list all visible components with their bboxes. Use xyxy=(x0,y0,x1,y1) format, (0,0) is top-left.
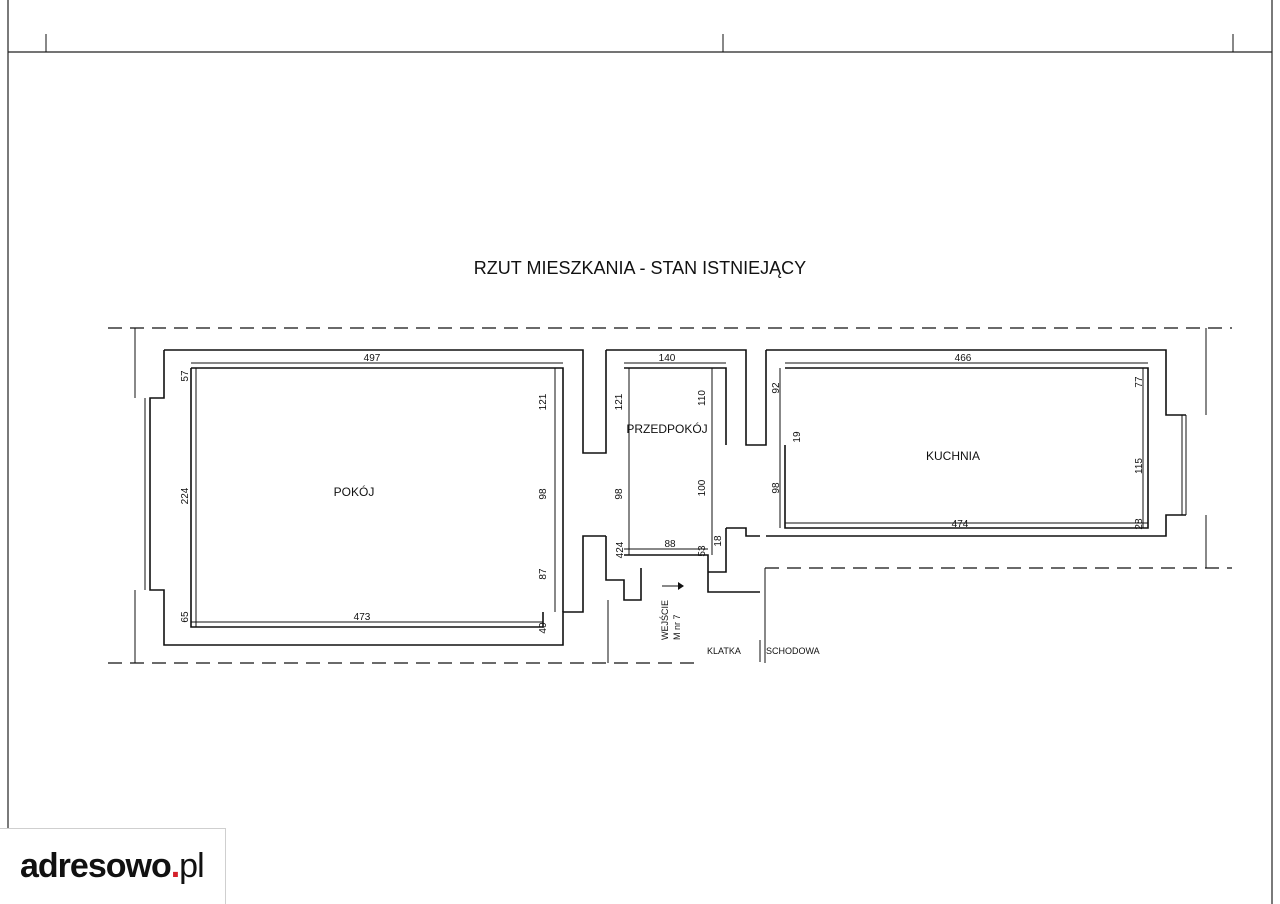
adresowo-logo: adresowo.pl xyxy=(0,828,226,904)
dim-kitchen-left-mid: 98 xyxy=(771,482,782,494)
entrance-marker xyxy=(662,582,761,662)
dim-pokoj-bottom: 473 xyxy=(354,612,371,623)
sheet-frame xyxy=(7,0,1273,904)
room-label-przedpokoj: PRZEDPOKÓJ xyxy=(626,421,707,436)
room-pokoj-walls xyxy=(144,349,607,646)
dim-hall-bottom-right: 53 xyxy=(697,545,708,557)
room-kuchnia-walls xyxy=(766,349,1187,537)
room-label-kuchnia: KUCHNIA xyxy=(926,449,980,463)
entrance-flat-number: M nr 7 xyxy=(672,614,682,640)
dim-kitchen-bottom: 474 xyxy=(952,519,969,530)
logo-tld: pl xyxy=(179,847,204,885)
stairs-label-word1: KLATKA xyxy=(707,646,741,656)
logo-name: adresowo xyxy=(20,847,172,885)
entrance-label: WEJŚCIE xyxy=(659,600,670,640)
room-label-pokoj: POKÓJ xyxy=(334,484,375,499)
dim-hall-bottom: 88 xyxy=(664,539,676,550)
dim-hall-left-mid: 98 xyxy=(614,488,625,500)
dim-hall-top: 140 xyxy=(659,353,676,364)
logo-dot: . xyxy=(170,847,181,885)
dim-kitchen-right-bottom: 28 xyxy=(1134,518,1145,530)
plan-title: RZUT MIESZKANIA - STAN ISTNIEJĄCY xyxy=(474,258,806,278)
dim-pokoj-left-top: 57 xyxy=(180,370,191,382)
dim-pokoj-right-step: 40 xyxy=(538,622,549,634)
dim-hall-right-top: 110 xyxy=(697,390,708,406)
dim-pokoj-left-mid: 224 xyxy=(180,487,191,504)
room-przedpokoj-walls xyxy=(605,349,767,601)
dim-kitchen-left-step: 19 xyxy=(792,431,803,443)
dim-kitchen-right-mid: 115 xyxy=(1134,458,1145,474)
dimension-lines xyxy=(191,362,1148,627)
dim-pokoj-right-bottom: 87 xyxy=(538,568,549,580)
dim-pokoj-right-mid: 98 xyxy=(538,488,549,500)
dim-pokoj-right-top: 121 xyxy=(538,393,549,410)
dim-kitchen-right-top: 77 xyxy=(1134,376,1145,388)
dim-hall-bottom-left: 424 xyxy=(615,541,626,558)
building-outline xyxy=(108,327,1232,664)
dim-pokoj-left-bottom: 65 xyxy=(180,611,191,623)
dim-hall-step-right: 18 xyxy=(713,535,724,547)
stairs-label-word2: SCHODOWA xyxy=(766,646,820,656)
dim-pokoj-top: 497 xyxy=(364,353,381,364)
dim-hall-left-top: 121 xyxy=(614,393,625,410)
dim-hall-right-mid: 100 xyxy=(697,479,708,496)
dim-kitchen-top: 466 xyxy=(955,353,972,364)
dim-kitchen-left-top: 92 xyxy=(771,382,782,394)
